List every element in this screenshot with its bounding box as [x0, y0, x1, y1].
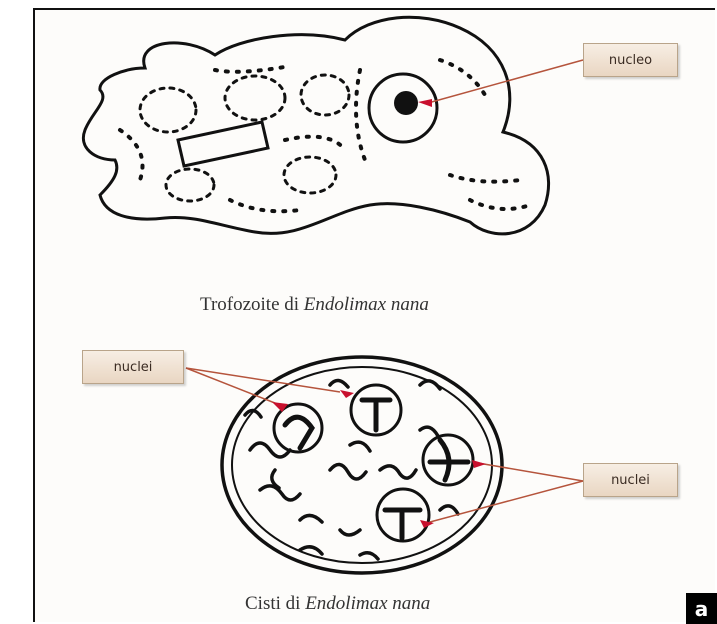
cyst-nucleus-2: [351, 385, 401, 435]
cyst-nucleus-4: [377, 489, 429, 541]
nucleo-pointer-arrow: [418, 99, 432, 107]
trophozoite-caption: Trofozoite di Endolimax nana: [200, 294, 429, 316]
cyst-inner-wall: [232, 367, 492, 563]
cyst-caption-species: Endolimax nana: [305, 593, 430, 614]
trophozoite-caption-text: Trofozoite di: [200, 294, 304, 315]
trophozoite-drawing: [83, 17, 548, 234]
trophozoite-karyosome: [394, 91, 418, 115]
panel-letter-badge: a: [686, 593, 717, 624]
panel-letter: a: [695, 597, 709, 621]
cyst-nuclei-label-left-text: nuclei: [114, 360, 153, 375]
cyst-caption: Cisti di Endolimax nana: [245, 593, 430, 615]
trophozoite-outline: [83, 17, 548, 234]
cyst-caption-text: Cisti di: [245, 593, 305, 614]
nucleo-label: nucleo: [583, 43, 678, 77]
cyst-nuclei-label-left: nuclei: [82, 350, 184, 384]
cyst-nuclei-label-right-text: nuclei: [611, 473, 650, 488]
trophozoite-caption-species: Endolimax nana: [304, 294, 429, 315]
cyst-nuclei-label-right: nuclei: [583, 463, 678, 497]
cyst-nucleus-3: [423, 435, 473, 485]
cyst-drawing: [222, 357, 502, 573]
nucleo-label-text: nucleo: [609, 53, 652, 68]
